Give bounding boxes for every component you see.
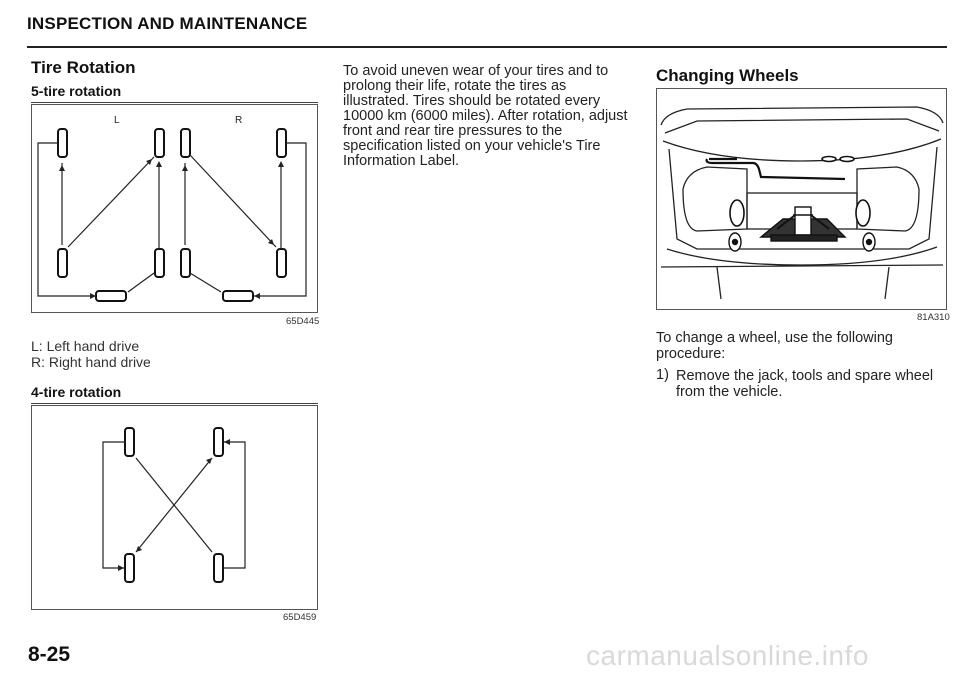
five-tire-figure-code: 65D445 — [286, 316, 320, 327]
tire-left-front-2 — [154, 128, 165, 158]
legend-left-hand-drive: L: Left hand drive — [31, 338, 140, 354]
five-tire-rotation-title: 5-tire rotation — [31, 83, 122, 99]
changing-wheels-intro: To change a wheel, use the following pro… — [656, 330, 893, 362]
changing-wheels-heading: Changing Wheels — [656, 66, 799, 85]
tire-right-rear — [180, 248, 191, 278]
tire-rear-right — [213, 553, 224, 583]
spare-tire-right — [222, 290, 254, 302]
four-tire-rotation-title: 4-tire rotation — [31, 384, 122, 400]
tire-left-rear-2 — [154, 248, 165, 278]
trunk-jack-figure — [656, 88, 947, 310]
legend-right-hand-drive: R: Right hand drive — [31, 354, 151, 370]
tire-front-right — [213, 427, 224, 457]
tire-rear-left — [124, 553, 135, 583]
five-tire-rotation-diagram: L R — [37, 115, 307, 302]
tire-front-left — [124, 427, 135, 457]
four-tire-figure-code: 65D459 — [283, 612, 317, 623]
tire-rotation-heading: Tire Rotation — [31, 58, 136, 77]
four-tire-rotation-diagram — [102, 427, 246, 583]
tire-right-rear-2 — [276, 248, 287, 278]
four-tire-title-rule — [31, 403, 318, 404]
rotation-instructions-paragraph: To avoid uneven wear of your tires and t… — [343, 63, 628, 169]
step-1-text: Remove the jack, tools and spare wheel f… — [676, 368, 934, 400]
page-header-title: INSPECTION AND MAINTENANCE — [27, 14, 308, 33]
label-l: L — [114, 115, 120, 126]
watermark-text: carmanualsonline.info — [586, 640, 869, 671]
changing-wheels-figure-code: 81A310 — [917, 312, 950, 323]
tire-right-front — [180, 128, 191, 158]
tire-left-front — [57, 128, 68, 158]
trunk-jack-illustration — [660, 106, 944, 300]
four-tire-rotation-figure — [31, 405, 318, 610]
header-rule — [27, 46, 947, 48]
five-tire-title-rule — [31, 102, 318, 103]
tire-left-rear — [57, 248, 68, 278]
label-r: R — [235, 115, 242, 126]
tire-right-front-2 — [276, 128, 287, 158]
five-tire-rotation-figure: L R — [31, 104, 318, 313]
page-number: 8-25 — [28, 643, 71, 666]
spare-tire-left — [95, 290, 127, 302]
step-1-number: 1) — [656, 367, 669, 383]
